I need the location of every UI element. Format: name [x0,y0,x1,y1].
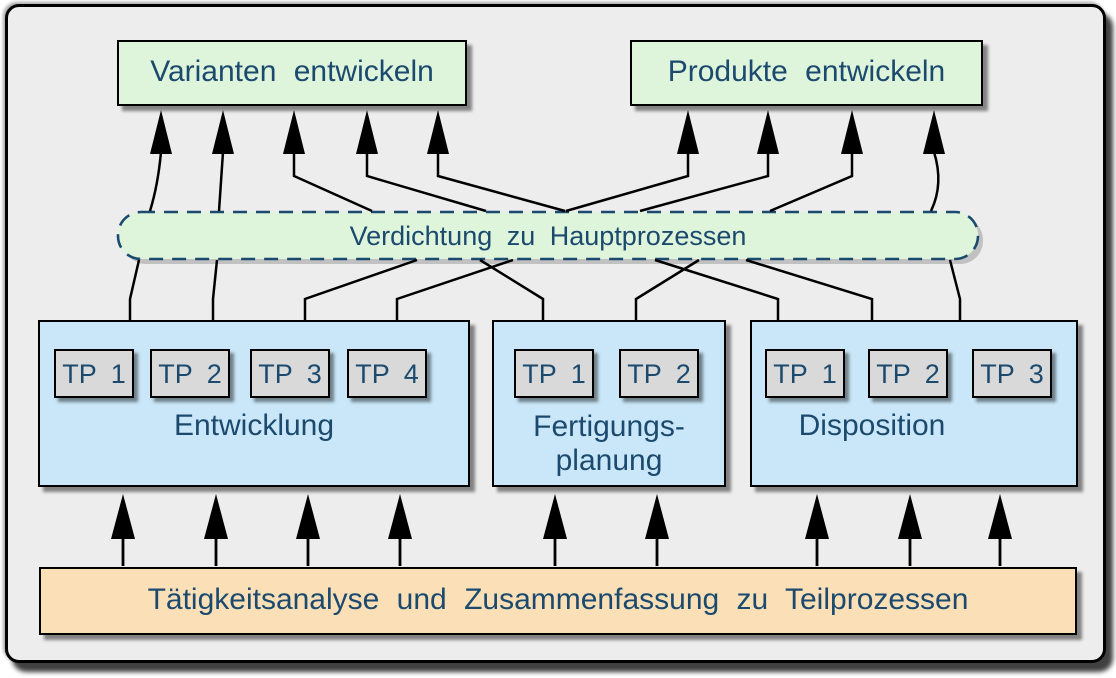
tp-chip: TP 2 [619,349,699,398]
tp-chip: TP 2 [868,349,948,398]
process-group-title: Disposition [752,406,992,446]
condensation-pill-label: Verdichtung zu Hauptprozessen [349,221,747,251]
process-group-fertigungsplanung: TP 1 TP 2 Fertigungs- planung [492,320,726,487]
main-process-produkte: Produkte entwickeln [630,40,983,106]
top-arrowheads [150,110,945,154]
process-group-title: Fertigungs- planung [494,410,724,478]
title-line: Disposition [798,409,946,442]
main-process-varianten: Varianten entwickeln [117,40,467,106]
title-line: planung [555,444,663,477]
activity-analysis-bar: Tätigkeitsanalyse und Zusammenfassung zu… [39,567,1077,635]
tp-chip: TP 4 [347,349,427,398]
tp-chip: TP 1 [514,349,594,398]
tp-chip: TP 2 [150,349,230,398]
title-line: Fertigungs- [533,410,685,443]
pill-to-group-connectors [128,258,962,321]
bottom-arrows [121,537,1002,566]
process-group-disposition: TP 1 TP 2 TP 3 Disposition [750,320,1078,487]
tp-chip: TP 3 [972,349,1052,398]
tp-chip: TP 1 [54,349,134,398]
tp-chip: TP 1 [765,349,845,398]
process-group-title: Entwicklung [40,406,468,446]
tp-chip: TP 3 [250,349,330,398]
title-line: Entwicklung [173,409,335,442]
process-group-entwicklung: TP 1 TP 2 TP 3 TP 4 Entwicklung [38,320,470,487]
pill-to-main-connectors [148,151,940,213]
bottom-arrowheads [111,494,1012,539]
condensation-pill-shape [116,210,983,264]
